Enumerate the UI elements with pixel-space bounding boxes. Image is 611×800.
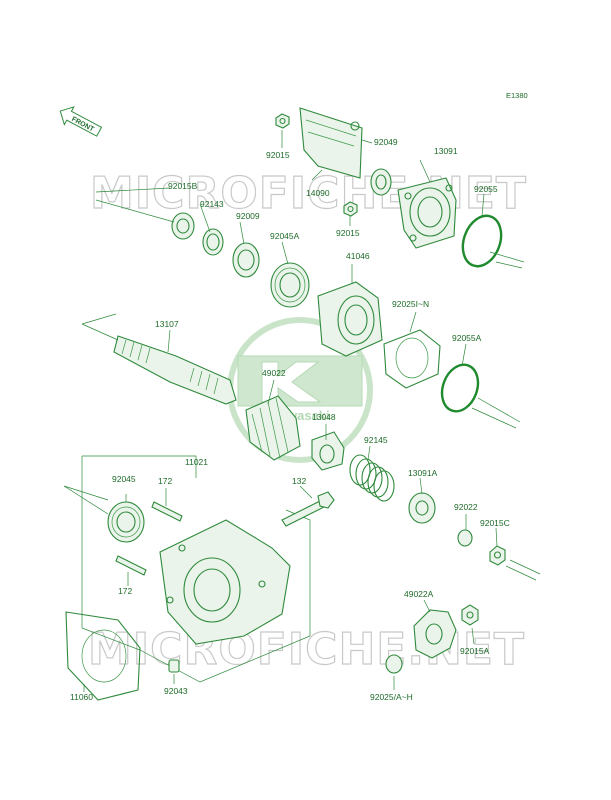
oil-seal-92049: [370, 168, 392, 196]
label-92025-a-h: 92025/A~H: [370, 692, 413, 702]
label-92045: 92045: [112, 474, 136, 484]
gear-49022a: [413, 609, 457, 659]
label-92015a: 92015A: [460, 646, 490, 656]
label-13048: 13048: [312, 412, 336, 422]
label-92143: 92143: [200, 199, 224, 209]
label-14090: 14090: [306, 188, 330, 198]
label-13091: 13091: [434, 146, 458, 156]
label-172-upper: 172: [158, 476, 172, 486]
label-11060: 11060: [70, 692, 93, 702]
label-49022a: 49022A: [404, 589, 434, 599]
cam-13091a: [408, 492, 436, 524]
leader-lines: [63, 130, 541, 692]
locknut-92015b: [171, 212, 195, 240]
label-92022: 92022: [454, 502, 478, 512]
label-92049: 92049: [374, 137, 398, 147]
label-13091a: 13091A: [408, 468, 438, 478]
shaft-13107: [113, 335, 237, 405]
o-ring-92055: [461, 214, 503, 268]
bolt-132: [281, 491, 335, 527]
bracket-14090: [299, 107, 363, 179]
ball-bearing-92045a: [270, 262, 310, 308]
housing-41046: [317, 281, 383, 357]
label-92025i-n: 92025I~N: [392, 299, 429, 309]
bearing-housing-13091: [397, 177, 457, 249]
label-132: 132: [292, 476, 306, 486]
ball-bearing-92045: [107, 501, 145, 543]
shim-92025-a-h: [385, 654, 403, 674]
front-arrow-icon: FRONT: [59, 106, 103, 137]
stud-172-lower: [115, 555, 147, 576]
pin-92043: [168, 659, 180, 673]
spring-92145: [349, 454, 395, 502]
o-ring-92055a: [440, 363, 480, 413]
nut-92015-mid: [343, 201, 358, 217]
shim-92025i-n: [383, 329, 441, 389]
label-92009: 92009: [236, 211, 260, 221]
gear-case-11021: [159, 519, 291, 645]
nut-92015-top: [275, 113, 290, 129]
label-92015b: 92015B: [168, 181, 198, 191]
label-92015c: 92015C: [480, 518, 510, 528]
label-92055a: 92055A: [452, 333, 482, 343]
washer-92143: [202, 228, 224, 256]
label-92015-mid: 92015: [336, 228, 360, 238]
label-92055: 92055: [474, 184, 498, 194]
bevel-gear-49022: [245, 395, 301, 461]
case-bracket-outline: [81, 455, 311, 683]
label-92043: 92043: [164, 686, 188, 696]
gasket-11060: [65, 611, 141, 701]
label-13107: 13107: [155, 319, 179, 329]
label-11021: 11021: [185, 457, 208, 467]
washer-92022: [457, 529, 473, 547]
label-92015-top: 92015: [266, 150, 290, 160]
label-49022: 49022: [262, 368, 286, 378]
label-92145: 92145: [364, 435, 388, 445]
label-172-lower: 172: [118, 586, 132, 596]
label-41046: 41046: [346, 251, 370, 261]
coupling-13048: [311, 431, 345, 471]
collar-92009: [232, 242, 260, 278]
diagram-code: E1380: [506, 91, 528, 100]
label-92045a: 92045A: [270, 231, 300, 241]
nut-92015c: [489, 545, 506, 566]
nut-92015a: [461, 604, 479, 626]
part-labels: 92015 92049 13091 14090 92015B 92143 920…: [70, 137, 510, 702]
stud-172-upper: [151, 501, 183, 522]
